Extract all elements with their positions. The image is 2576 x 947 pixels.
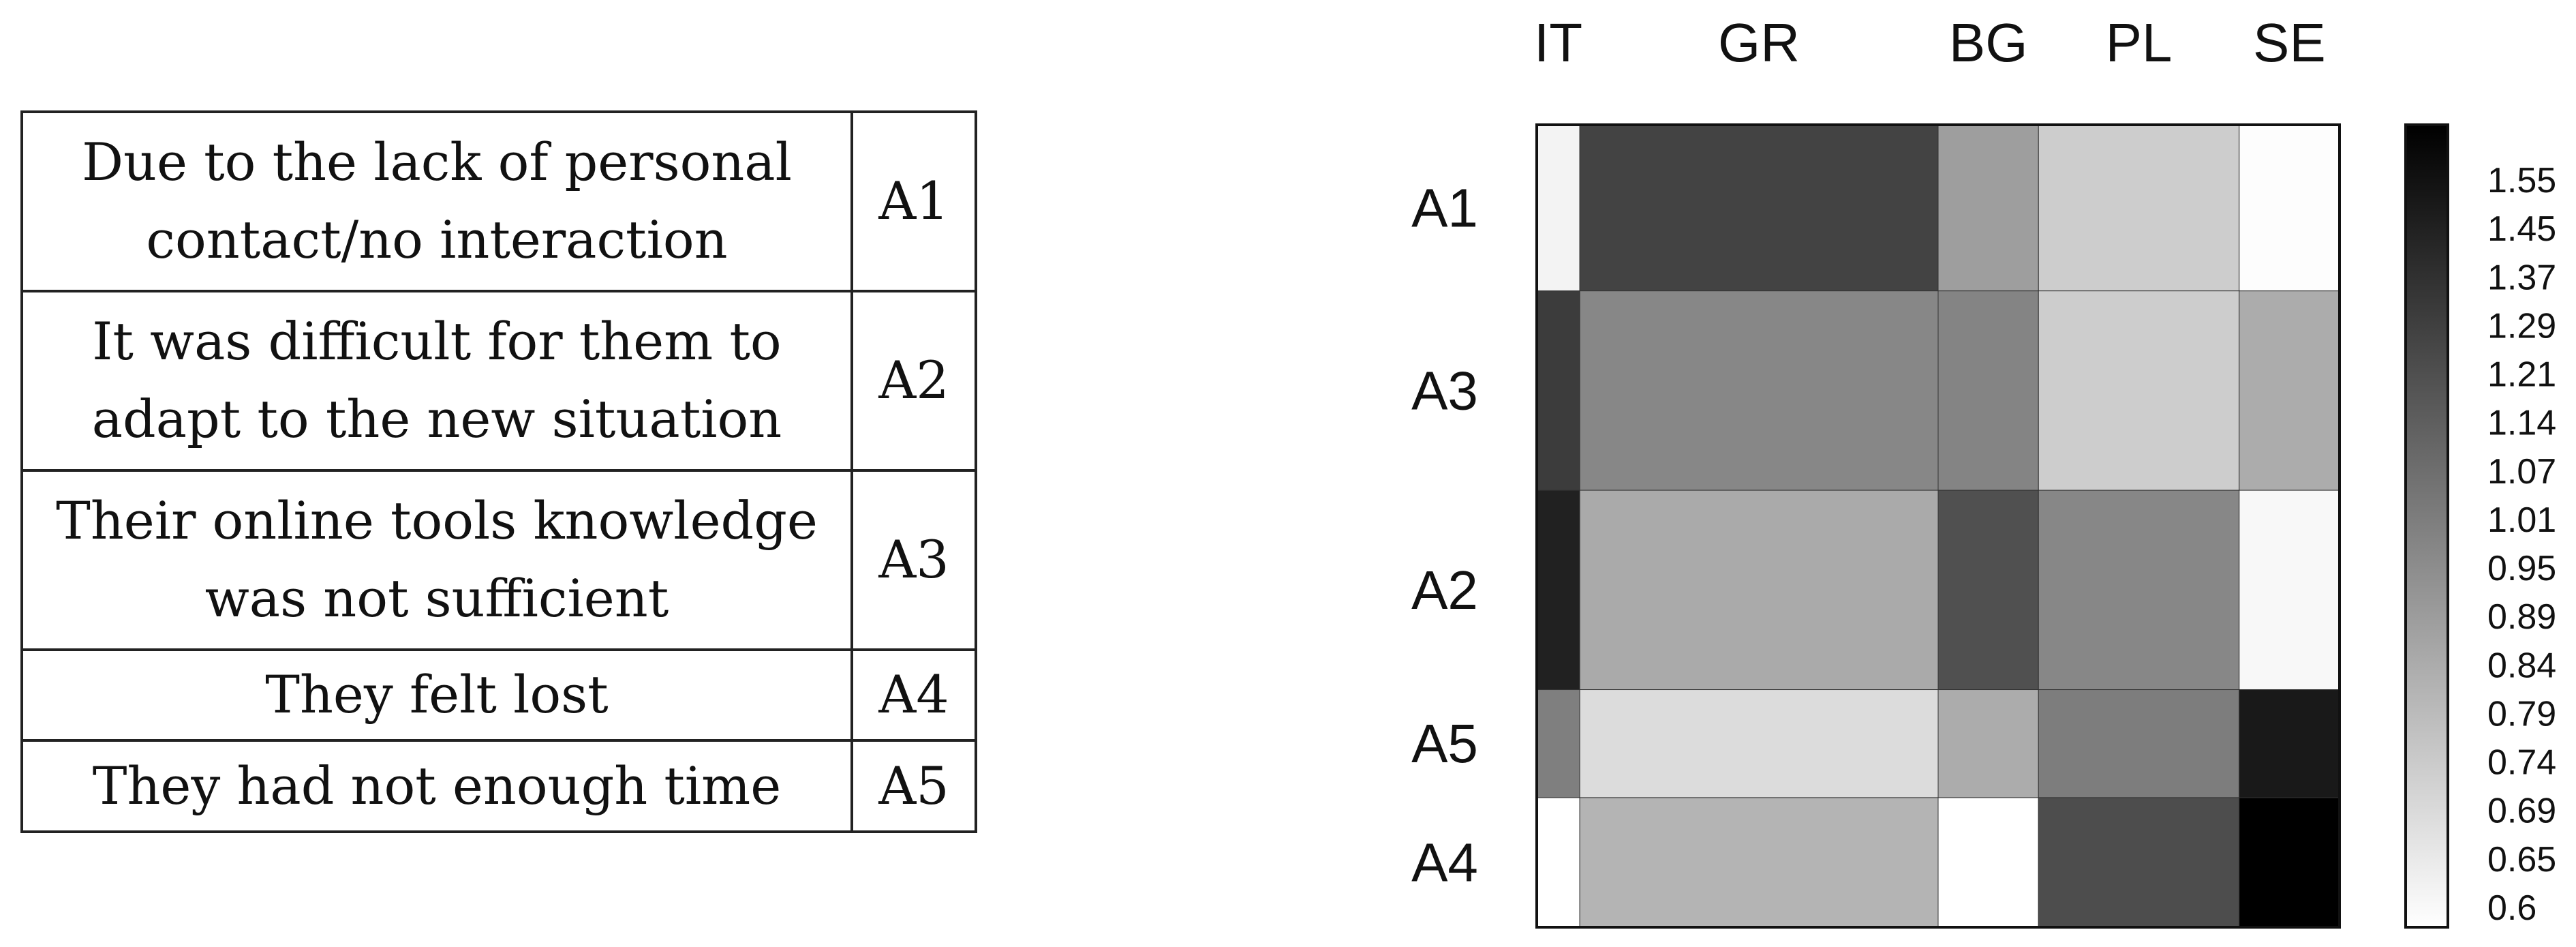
heatmap-cell-A1-SE [2239,124,2340,292]
colorbar-tick-label: 0.89 [2487,597,2556,637]
colorbar-tick-label: 1.29 [2487,306,2556,346]
heatmap-cell-A5-PL [2038,689,2240,798]
colorbar: 1.55 1.45 1.37 1.29 1.21 1.14 1.07 1.01 0.95 0.89… [2404,123,2556,929]
heatmap-cell-A4-SE [2239,797,2340,928]
heatmap-cell-A2-PL [2038,490,2240,691]
answer-text: It was difficult for them to adapt to th… [20,289,853,472]
colorbar-tick-label: 1.01 [2487,500,2556,540]
x-tick-label: GR [1718,12,1800,73]
heatmap-cell-A1-IT [1536,124,1580,292]
answer-code: A5 [850,739,977,833]
x-tick-label: SE [2253,12,2326,73]
answer-code: A3 [850,468,977,651]
heatmap-cell-A2-BG [1937,490,2039,691]
colorbar-tick-label: 1.37 [2487,258,2556,297]
y-tick-label: A1 [1411,177,1478,238]
colorbar-tick-label: 0.6 [2487,888,2536,928]
y-tick-label: A4 [1411,832,1478,892]
heatmap-cell-A3-IT [1536,290,1580,491]
heatmap-cell-A4-BG [1937,797,2039,928]
heatmap-cell-A2-IT [1536,490,1580,691]
colorbar-tick-label: 1.45 [2487,209,2556,249]
heatmap-cell-A2-SE [2239,490,2340,691]
heatmap-cell-A5-SE [2239,689,2340,798]
colorbar-tick-label: 1.07 [2487,452,2556,492]
answer-text: Due to the lack of personal contact/no i… [20,110,853,292]
heatmap-cell-A3-GR [1579,290,1939,491]
table-row: Due to the lack of personal contact/no i… [20,110,977,292]
x-tick-label: PL [2106,12,2173,73]
heatmap-cell-A4-PL [2038,797,2240,928]
heatmap-cell-A5-IT [1536,689,1580,798]
colorbar-tick-label: 0.79 [2487,694,2556,734]
answer-text: They felt lost [20,648,853,742]
table-row: It was difficult for them to adapt to th… [20,289,977,472]
heatmap-cell-A1-GR [1579,124,1939,292]
y-tick-label: A2 [1411,560,1478,620]
x-tick-label: IT [1534,12,1582,73]
colorbar-tick-labels: 1.55 1.45 1.37 1.29 1.21 1.14 1.07 1.01 0.95 0.89… [2487,161,2556,928]
table-row: They had not enough time A5 [20,739,977,833]
colorbar-tick-label: 0.69 [2487,792,2556,831]
heatmap-cell-A3-BG [1937,290,2039,491]
colorbar-tick-label: 0.95 [2487,549,2556,588]
colorbar-tick-label: 1.55 [2487,161,2556,200]
answer-legend-table: Due to the lack of personal contact/no i… [20,110,977,833]
heatmap-cell-A5-BG [1937,689,2039,798]
answer-code: A1 [850,110,977,292]
y-tick-label: A5 [1411,713,1478,774]
x-tick-label: BG [1949,12,2028,73]
heatmap-cell-A1-PL [2038,124,2240,292]
table-row: Their online tools knowledge was not suf… [20,468,977,651]
colorbar-tick-label: 1.21 [2487,355,2556,395]
colorbar-tick-label: 0.65 [2487,840,2556,880]
heatmap-cell-A4-IT [1536,797,1580,928]
x-axis-labels: IT GR BG PL SE [1534,12,2326,73]
heatmap-cell-A2-GR [1579,490,1939,691]
answer-text: Their online tools knowledge was not suf… [20,468,853,651]
colorbar-tick-label: 0.74 [2487,743,2556,783]
heatmap-cell-A1-BG [1937,124,2039,292]
heatmap-cell-A3-SE [2239,290,2340,491]
heatmap-cell-A5-GR [1579,689,1939,798]
answer-code: A4 [850,648,977,742]
colorbar-tick-label: 1.14 [2487,404,2556,443]
heatmap-cells [1536,124,2340,928]
plot-frame [1535,123,2341,929]
answer-text: They had not enough time [20,739,853,833]
colorbar-gradient [2404,123,2449,929]
heatmap-cell-A3-PL [2038,290,2240,491]
table-row: They felt lost A4 [20,648,977,742]
answer-code: A2 [850,289,977,472]
heatmap-cell-A4-GR [1579,797,1939,928]
colorbar-tick-label: 0.84 [2487,646,2556,685]
y-tick-label: A3 [1411,360,1478,421]
